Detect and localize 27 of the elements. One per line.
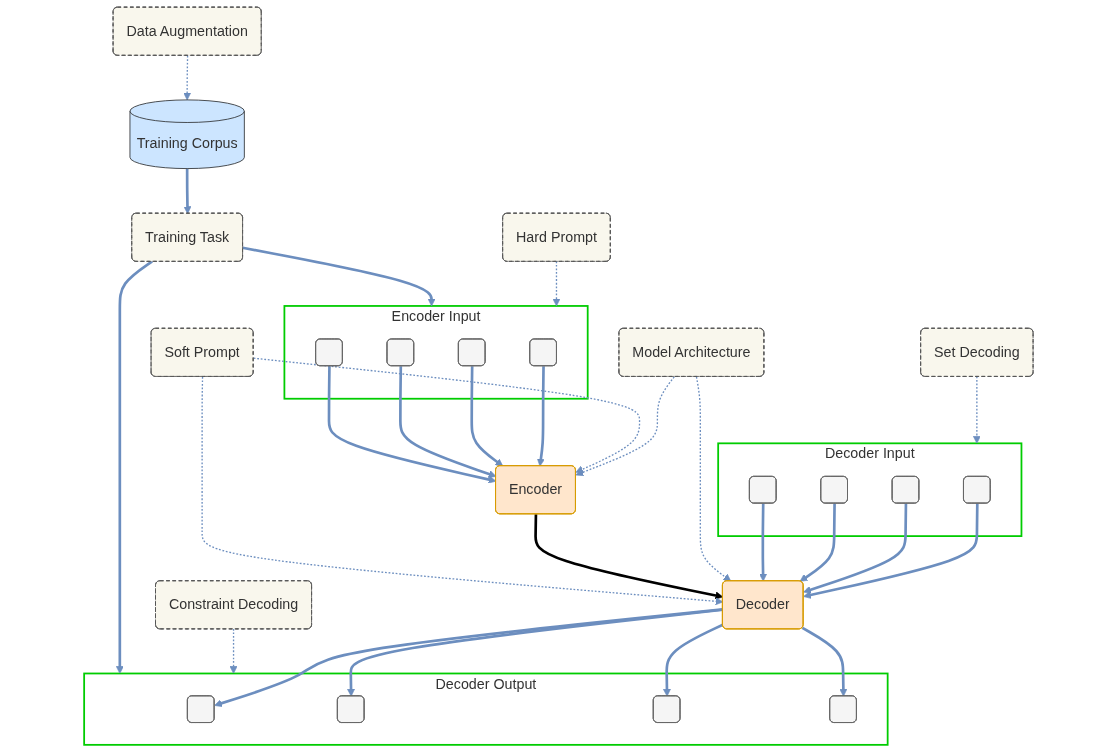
arrow xyxy=(201,376,724,606)
arrow xyxy=(575,376,676,477)
arrow xyxy=(116,260,154,674)
arrow xyxy=(537,366,546,467)
arrow xyxy=(214,608,724,708)
arrow xyxy=(328,366,497,484)
cluster: Encoder Input xyxy=(283,305,589,400)
arrow xyxy=(399,366,497,478)
arrow xyxy=(803,503,979,599)
arrow xyxy=(534,514,724,600)
arrow xyxy=(802,626,848,697)
arrow xyxy=(759,503,768,582)
arrow xyxy=(183,168,192,214)
arrow xyxy=(230,628,238,674)
arrow xyxy=(242,246,436,307)
arrow xyxy=(470,366,504,467)
cluster: Decoder Input xyxy=(717,442,1023,537)
arrow xyxy=(552,260,561,307)
cluster: Decoder Output xyxy=(83,672,889,746)
arrow xyxy=(800,503,837,582)
arrow xyxy=(183,55,192,101)
arrow xyxy=(253,357,641,473)
arrow xyxy=(347,608,724,697)
arrow xyxy=(696,376,732,582)
arrow xyxy=(663,623,724,697)
arrow xyxy=(973,375,982,444)
arrow xyxy=(803,503,908,594)
